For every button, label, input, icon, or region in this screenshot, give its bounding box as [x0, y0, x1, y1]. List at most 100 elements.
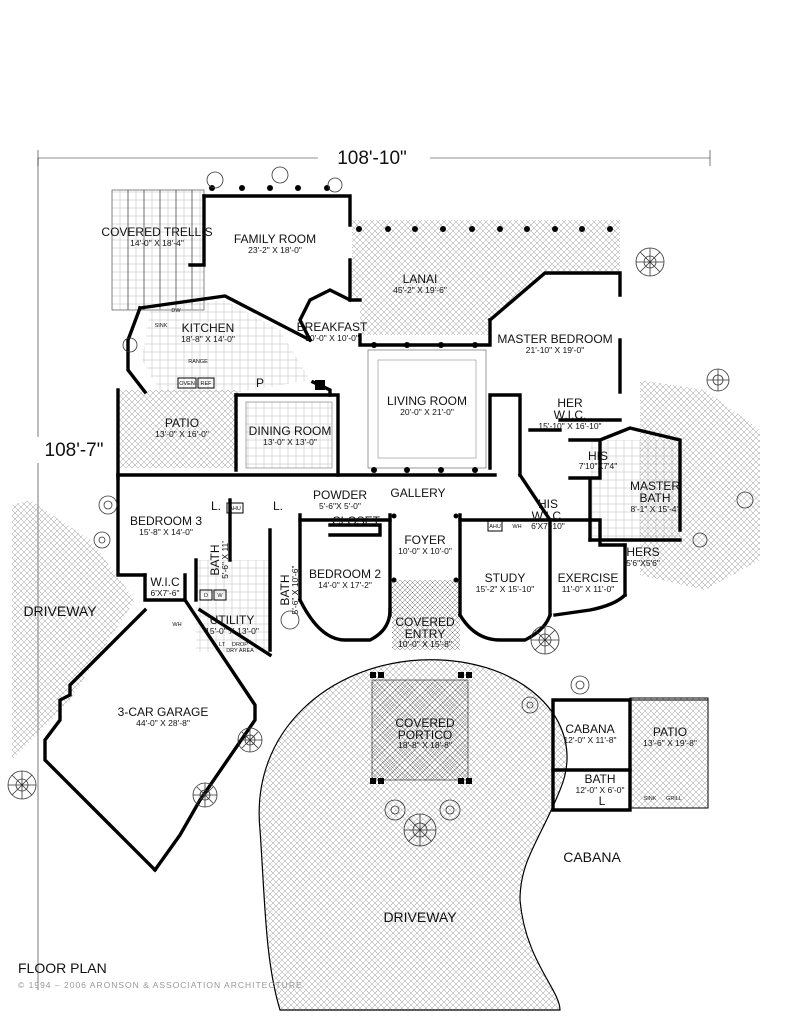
svg-text:HER: HER	[557, 396, 583, 410]
study-bay	[457, 612, 553, 642]
svg-text:POWDER: POWDER	[313, 488, 367, 502]
svg-text:KITCHEN: KITCHEN	[182, 321, 235, 335]
room-covered-entry: COVERED ENTRY 10'-0" X 15'-8"	[395, 615, 455, 649]
svg-text:COVERED TRELLIS: COVERED TRELLIS	[101, 225, 212, 239]
svg-text:21'-10" X 19'-0": 21'-10" X 19'-0"	[526, 345, 584, 355]
svg-text:BEDROOM 3: BEDROOM 3	[130, 514, 202, 528]
svg-text:DINING ROOM: DINING ROOM	[249, 424, 332, 438]
svg-text:LT: LT	[219, 642, 226, 648]
room-his-closet: HIS 7'10"X7'4"	[579, 449, 618, 471]
breakfast-bay	[298, 288, 353, 343]
room-foyer: FOYER 10'-0" X 10'-0"	[398, 533, 452, 556]
overall-depth-label: 108'-7"	[45, 440, 104, 461]
room-cabana-patio: PATIO 13'-6" X 19'-8"	[643, 725, 697, 748]
room-wic-small: W.I.C 6'X7'-6"	[150, 575, 180, 598]
driveway-bottom-area	[258, 659, 568, 1011]
driveway-left-area	[12, 500, 135, 760]
garage-walls	[43, 597, 273, 873]
room-breakfast: BREAKFAST 10'-0" X 10'-0"	[297, 320, 368, 343]
svg-text:PATIO: PATIO	[165, 416, 199, 430]
svg-text:8'-1" X 15'-4": 8'-1" X 15'-4"	[631, 504, 680, 514]
svg-text:L.: L.	[273, 499, 283, 513]
room-utility: UTILITY 15'-0" X 13'-0"	[205, 613, 259, 636]
svg-text:REF: REF	[201, 381, 213, 387]
svg-text:STUDY: STUDY	[485, 571, 526, 585]
svg-text:18'-8" X 14'-0": 18'-8" X 14'-0"	[181, 334, 235, 344]
svg-text:10'-0" X 15'-8": 10'-0" X 15'-8"	[398, 639, 452, 649]
svg-text:5'-6" X 10'-6": 5'-6" X 10'-6"	[290, 566, 300, 615]
svg-text:W.I.C: W.I.C	[150, 575, 180, 589]
room-cabana: CABANA 12'-0" X 11'-8"	[563, 722, 616, 745]
svg-text:BREAKFAST: BREAKFAST	[297, 320, 368, 334]
svg-text:AHU: AHU	[229, 506, 241, 512]
room-bedroom-3: BEDROOM 3 15'-8" X 14'-0"	[130, 514, 202, 537]
svg-text:7'10"X7'4": 7'10"X7'4"	[579, 461, 618, 471]
room-exercise: EXERCISE 11'-0" X 11'-0"	[558, 571, 619, 594]
svg-text:EXERCISE: EXERCISE	[558, 571, 619, 585]
svg-text:5'-6"X 5'-0": 5'-6"X 5'-0"	[319, 501, 361, 511]
svg-text:HERS: HERS	[626, 545, 659, 559]
svg-text:15'-8" X 14'-0": 15'-8" X 14'-0"	[139, 527, 193, 537]
svg-text:10'-0" X 10'-0": 10'-0" X 10'-0"	[305, 333, 359, 343]
footer: FLOOR PLAN © 1994 – 2006 ARONSON & ASSOC…	[18, 960, 338, 990]
svg-text:MASTER BEDROOM: MASTER BEDROOM	[497, 332, 612, 346]
svg-text:D: D	[204, 593, 208, 599]
svg-text:15'-2" X 15'-10": 15'-2" X 15'-10"	[476, 584, 534, 594]
room-powder: POWDER 5'-6"X 5'-0"	[313, 488, 367, 511]
room-study: STUDY 15'-2" X 15'-10"	[476, 571, 534, 594]
svg-text:13'-0" X 13'-0": 13'-0" X 13'-0"	[263, 437, 317, 447]
room-closet: CLOSET	[332, 514, 381, 528]
svg-text:14'-0" X 18'-4": 14'-0" X 18'-4"	[130, 238, 184, 248]
driveway-bottom-label: DRIVEWAY	[383, 909, 457, 925]
svg-text:CLOSET: CLOSET	[332, 514, 381, 528]
svg-text:PATIO: PATIO	[653, 725, 687, 739]
svg-text:WH: WH	[172, 622, 181, 628]
svg-text:FAMILY ROOM: FAMILY ROOM	[234, 232, 316, 246]
svg-text:RANGE: RANGE	[188, 359, 208, 365]
svg-text:18'-8" X 18'-8": 18'-8" X 18'-8"	[398, 740, 452, 750]
svg-text:10'-0" X 10'-0": 10'-0" X 10'-0"	[398, 546, 452, 556]
svg-text:GALLERY: GALLERY	[390, 486, 445, 500]
svg-text:15'-0" X 13'-0": 15'-0" X 13'-0"	[205, 626, 259, 636]
landscape-plants	[7, 166, 754, 847]
svg-text:W.I.C.: W.I.C.	[554, 408, 587, 422]
covered-trellis	[111, 189, 205, 311]
room-garage: 3-CAR GARAGE 44'-0" X 28'-8"	[118, 705, 209, 728]
svg-text:44'-0" X 28'-8": 44'-0" X 28'-8"	[136, 718, 190, 728]
svg-text:LIVING ROOM: LIVING ROOM	[387, 394, 467, 408]
room-hers: HERS 5'6"X5'6"	[626, 545, 660, 568]
svg-text:P: P	[256, 376, 264, 390]
driveway-left-label: DRIVEWAY	[23, 603, 97, 619]
room-dining-room: DINING ROOM 13'-0" X 13'-0"	[249, 424, 332, 447]
room-her-wic: HER W.I.C. 15'-10" X 16'-10"	[538, 396, 601, 431]
svg-text:SINK: SINK	[644, 796, 657, 802]
room-bedroom-2: BEDROOM 2 14'-0" X 17'-2"	[309, 567, 381, 590]
svg-text:14'-0" X 17'-2": 14'-0" X 17'-2"	[318, 580, 372, 590]
fixture-labels: DW SINK RANGE OVEN REF P AHU AHU L. L. L…	[155, 308, 682, 808]
cabana-patio-floor	[629, 697, 709, 809]
svg-text:PORTICO: PORTICO	[398, 728, 452, 742]
room-cabana-bath: BATH 12'-0" X 6'-0"	[576, 772, 625, 795]
svg-text:SINK: SINK	[155, 323, 168, 329]
svg-text:CABANA: CABANA	[565, 722, 614, 736]
room-master-bedroom: MASTER BEDROOM 21'-10" X 19'-0"	[497, 332, 612, 355]
floor-plan-title: FLOOR PLAN	[18, 960, 107, 976]
svg-text:COVERED: COVERED	[395, 716, 455, 730]
svg-text:BATH: BATH	[208, 544, 222, 575]
lanai-area	[352, 220, 620, 335]
patio-area	[118, 390, 238, 468]
svg-text:BATH: BATH	[639, 491, 670, 505]
svg-text:15'-10" X 16'-10": 15'-10" X 16'-10"	[538, 421, 601, 431]
room-bath-bedroom2: BATH 5'-6" X 10'-6"	[278, 566, 300, 615]
svg-text:DROP: DROP	[232, 642, 248, 648]
living-room-floor	[367, 349, 487, 469]
svg-text:5'6"X5'6": 5'6"X5'6"	[626, 558, 660, 568]
svg-text:MASTER: MASTER	[630, 479, 680, 493]
svg-text:20'-0" X 21'-0": 20'-0" X 21'-0"	[400, 407, 454, 417]
svg-text:5'-6" X 11': 5'-6" X 11'	[220, 541, 230, 579]
svg-text:L.: L.	[211, 499, 221, 513]
svg-text:L: L	[599, 794, 606, 808]
svg-text:ENTRY: ENTRY	[405, 627, 445, 641]
svg-text:OVEN: OVEN	[179, 381, 195, 387]
svg-text:HIS: HIS	[538, 497, 558, 511]
